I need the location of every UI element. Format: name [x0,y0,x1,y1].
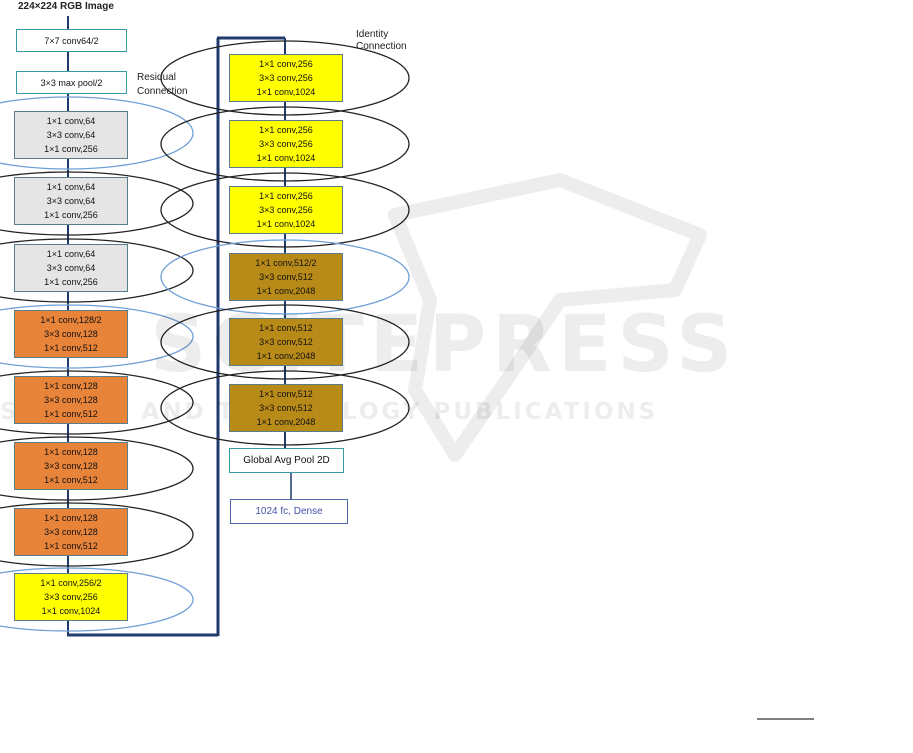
identity-label-1: Identity [356,29,389,40]
block-line: 3×3 conv,128 [44,527,98,537]
block-line: 1×1 conv,2048 [256,351,316,361]
block-line: 1×1 conv,128/2 [40,315,102,325]
identity-label-2: Connection [356,41,407,52]
conv7-box: 7×7 conv64/2 [16,29,127,52]
identity-connection-loop [160,370,410,446]
block-line: 1×1 conv,512 [44,475,98,485]
block-line: 1×1 conv,1024 [256,87,316,97]
block-line: 1×1 conv,512 [44,343,98,353]
right-block-6: 1×1 conv,512 3×3 conv,512 1×1 conv,2048 [229,384,343,432]
identity-connection-loop [160,304,410,380]
block-line: 3×3 conv,128 [44,329,98,339]
left-block-2: 1×1 conv,64 3×3 conv,64 1×1 conv,256 [14,177,128,225]
left-block-7: 1×1 conv,128 3×3 conv,128 1×1 conv,512 [14,508,128,556]
left-block-3: 1×1 conv,64 3×3 conv,64 1×1 conv,256 [14,244,128,292]
block-line: 1×1 conv,128 [44,513,98,523]
left-block-5: 1×1 conv,128 3×3 conv,128 1×1 conv,512 [14,376,128,424]
block-line: 1×1 conv,64 [46,116,96,126]
block-line: 3×3 conv,512 [259,337,313,347]
identity-connection-loop [160,40,410,116]
block-line: 1×1 conv,128 [44,381,98,391]
identity-connection-loop [160,172,410,248]
block-line: 1×1 conv,1024 [256,219,316,229]
block-line: 1×1 conv,256 [44,210,98,220]
block-line: 1×1 conv,1024 [256,153,316,163]
maxpool-box: 3×3 max pool/2 [16,71,127,94]
block-line: 1×1 conv,256/2 [40,578,102,588]
residual-connection-loop [160,239,410,315]
residual-label-2: Connection [137,86,188,97]
block-line: 3×3 conv,64 [46,130,96,140]
block-line: 3×3 conv,256 [259,73,313,83]
right-block-5: 1×1 conv,512 3×3 conv,512 1×1 conv,2048 [229,318,343,366]
dense-box: 1024 fc, Dense [230,499,348,524]
block-line: 3×3 conv,256 [259,205,313,215]
block-line: 1×1 conv,256 [44,277,98,287]
identity-connection-loop [0,370,194,435]
skip-connection-loops [0,40,410,632]
left-block-4: 1×1 conv,128/2 3×3 conv,128 1×1 conv,512 [14,310,128,358]
block-line: 3×3 conv,128 [44,395,98,405]
identity-connection-loop [0,238,194,303]
identity-connection-loop [160,106,410,182]
block-line: 3×3 conv,256 [44,592,98,602]
identity-connection-loop [0,436,194,501]
block-line: 1×1 conv,256 [44,144,98,154]
block-line: 1×1 conv,64 [46,182,96,192]
residual-label-1: Residual [137,72,176,83]
block-line: 3×3 conv,256 [259,139,313,149]
block-line: 1×1 conv,512 [259,323,313,333]
dense-label: 1024 fc, Dense [255,505,323,517]
maxpool-label: 3×3 max pool/2 [40,77,103,88]
block-line: 3×3 conv,64 [46,196,96,206]
residual-connection-loop [0,567,194,632]
right-block-2: 1×1 conv,256 3×3 conv,256 1×1 conv,1024 [229,120,343,168]
block-line: 1×1 conv,512/2 [255,258,317,268]
block-line: 1×1 conv,2048 [256,286,316,296]
right-block-3: 1×1 conv,256 3×3 conv,256 1×1 conv,1024 [229,186,343,234]
right-block-4: 1×1 conv,512/2 3×3 conv,512 1×1 conv,2048 [229,253,343,301]
right-block-1: 1×1 conv,256 3×3 conv,256 1×1 conv,1024 [229,54,343,102]
block-line: 1×1 conv,64 [46,249,96,259]
global-avg-pool-box: Global Avg Pool 2D [229,448,344,473]
residual-connection-loop [0,304,194,369]
block-line: 1×1 conv,512 [259,389,313,399]
connectors [67,16,292,637]
identity-connection-loop [0,171,194,236]
conv7-label: 7×7 conv64/2 [44,35,99,46]
block-line: 1×1 conv,1024 [41,606,101,616]
global-avg-pool-label: Global Avg Pool 2D [243,454,330,466]
left-block-1: 1×1 conv,64 3×3 conv,64 1×1 conv,256 [14,111,128,159]
block-line: 3×3 conv,512 [259,272,313,282]
left-block-8: 1×1 conv,256/2 3×3 conv,256 1×1 conv,1024 [14,573,128,621]
block-line: 1×1 conv,2048 [256,417,316,427]
block-line: 1×1 conv,256 [259,125,313,135]
identity-connection-loop [0,502,194,567]
watermark-emblem [388,173,707,462]
input-label: 224×224 RGB Image [18,1,114,12]
block-line: 1×1 conv,256 [259,191,313,201]
block-line: 1×1 conv,128 [44,447,98,457]
block-line: 1×1 conv,256 [259,59,313,69]
residual-connection-loop [0,96,194,170]
block-line: 3×3 conv,128 [44,461,98,471]
block-line: 3×3 conv,512 [259,403,313,413]
left-block-6: 1×1 conv,128 3×3 conv,128 1×1 conv,512 [14,442,128,490]
block-line: 1×1 conv,512 [44,541,98,551]
block-line: 3×3 conv,64 [46,263,96,273]
block-line: 1×1 conv,512 [44,409,98,419]
